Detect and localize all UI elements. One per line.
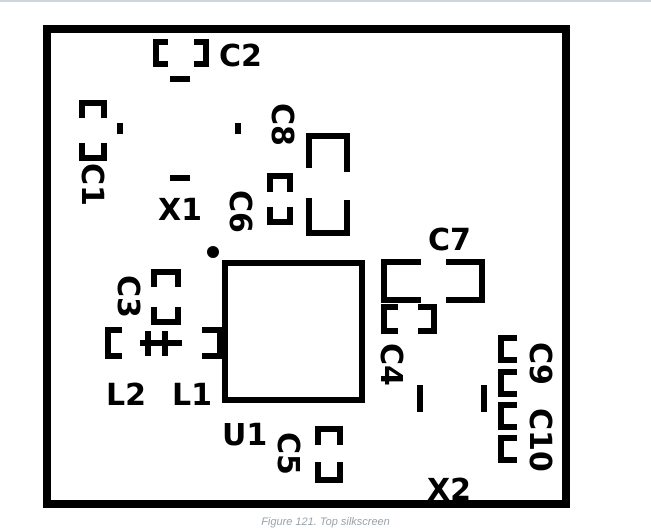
c5-footprint — [315, 426, 343, 483]
board-outline — [43, 25, 570, 508]
label-c6: C6 — [222, 190, 257, 233]
u1-body — [222, 260, 365, 403]
l2-footprint — [105, 327, 182, 359]
c2-footprint — [153, 39, 209, 82]
label-c2: C2 — [219, 39, 262, 74]
c9-footprint — [498, 335, 517, 397]
c4-footprint — [381, 304, 437, 412]
label-x1: X1 — [158, 193, 202, 228]
pin1-dot — [207, 246, 219, 258]
label-u1: U1 — [222, 418, 267, 453]
label-c1: C1 — [74, 163, 109, 206]
label-c7: C7 — [428, 223, 471, 258]
c3-footprint — [151, 269, 181, 325]
label-c8: C8 — [264, 103, 299, 146]
label-x2: X2 — [427, 473, 471, 508]
label-c10: C10 — [522, 408, 557, 472]
label-c5: C5 — [270, 432, 305, 475]
label-l2: L2 — [106, 378, 146, 413]
c7-footprint — [381, 259, 485, 303]
c10-footprint — [481, 385, 517, 463]
c1-footprint — [79, 100, 123, 161]
c8-footprint — [306, 133, 350, 236]
figure-caption: Figure 121. Top silkscreen — [261, 516, 390, 528]
label-c4: C4 — [373, 343, 408, 386]
page-top-rule — [0, 0, 651, 2]
l1-footprint — [162, 327, 223, 359]
c6-footprint — [267, 173, 293, 225]
label-l1: L1 — [172, 378, 212, 413]
label-c3: C3 — [110, 275, 145, 318]
label-c9: C9 — [522, 342, 557, 385]
